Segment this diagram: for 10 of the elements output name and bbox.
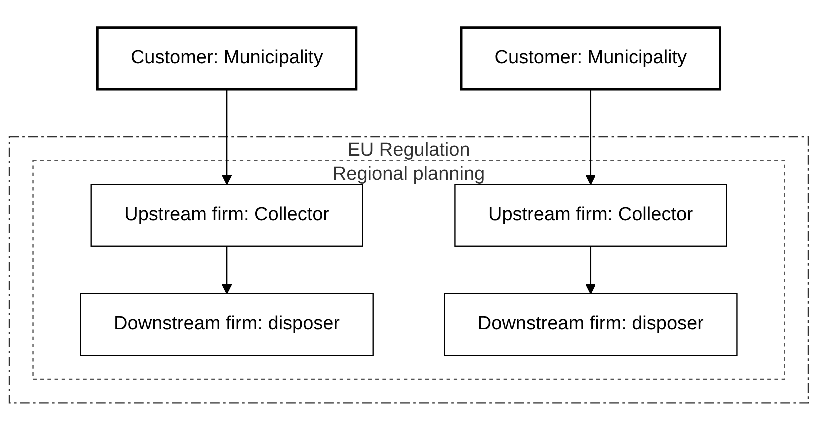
- arrow: [222, 246, 232, 294]
- node-box: Downstream firm: disposer: [80, 293, 374, 356]
- arrow: [222, 90, 232, 186]
- node-box: Upstream firm: Collector: [90, 184, 364, 247]
- node-box: Customer: Municipality: [96, 26, 358, 91]
- arrow: [586, 246, 596, 294]
- node-box: Customer: Municipality: [460, 26, 722, 91]
- node-box: Upstream firm: Collector: [454, 184, 728, 247]
- arrow: [586, 90, 596, 186]
- node-box: Downstream firm: disposer: [444, 293, 738, 356]
